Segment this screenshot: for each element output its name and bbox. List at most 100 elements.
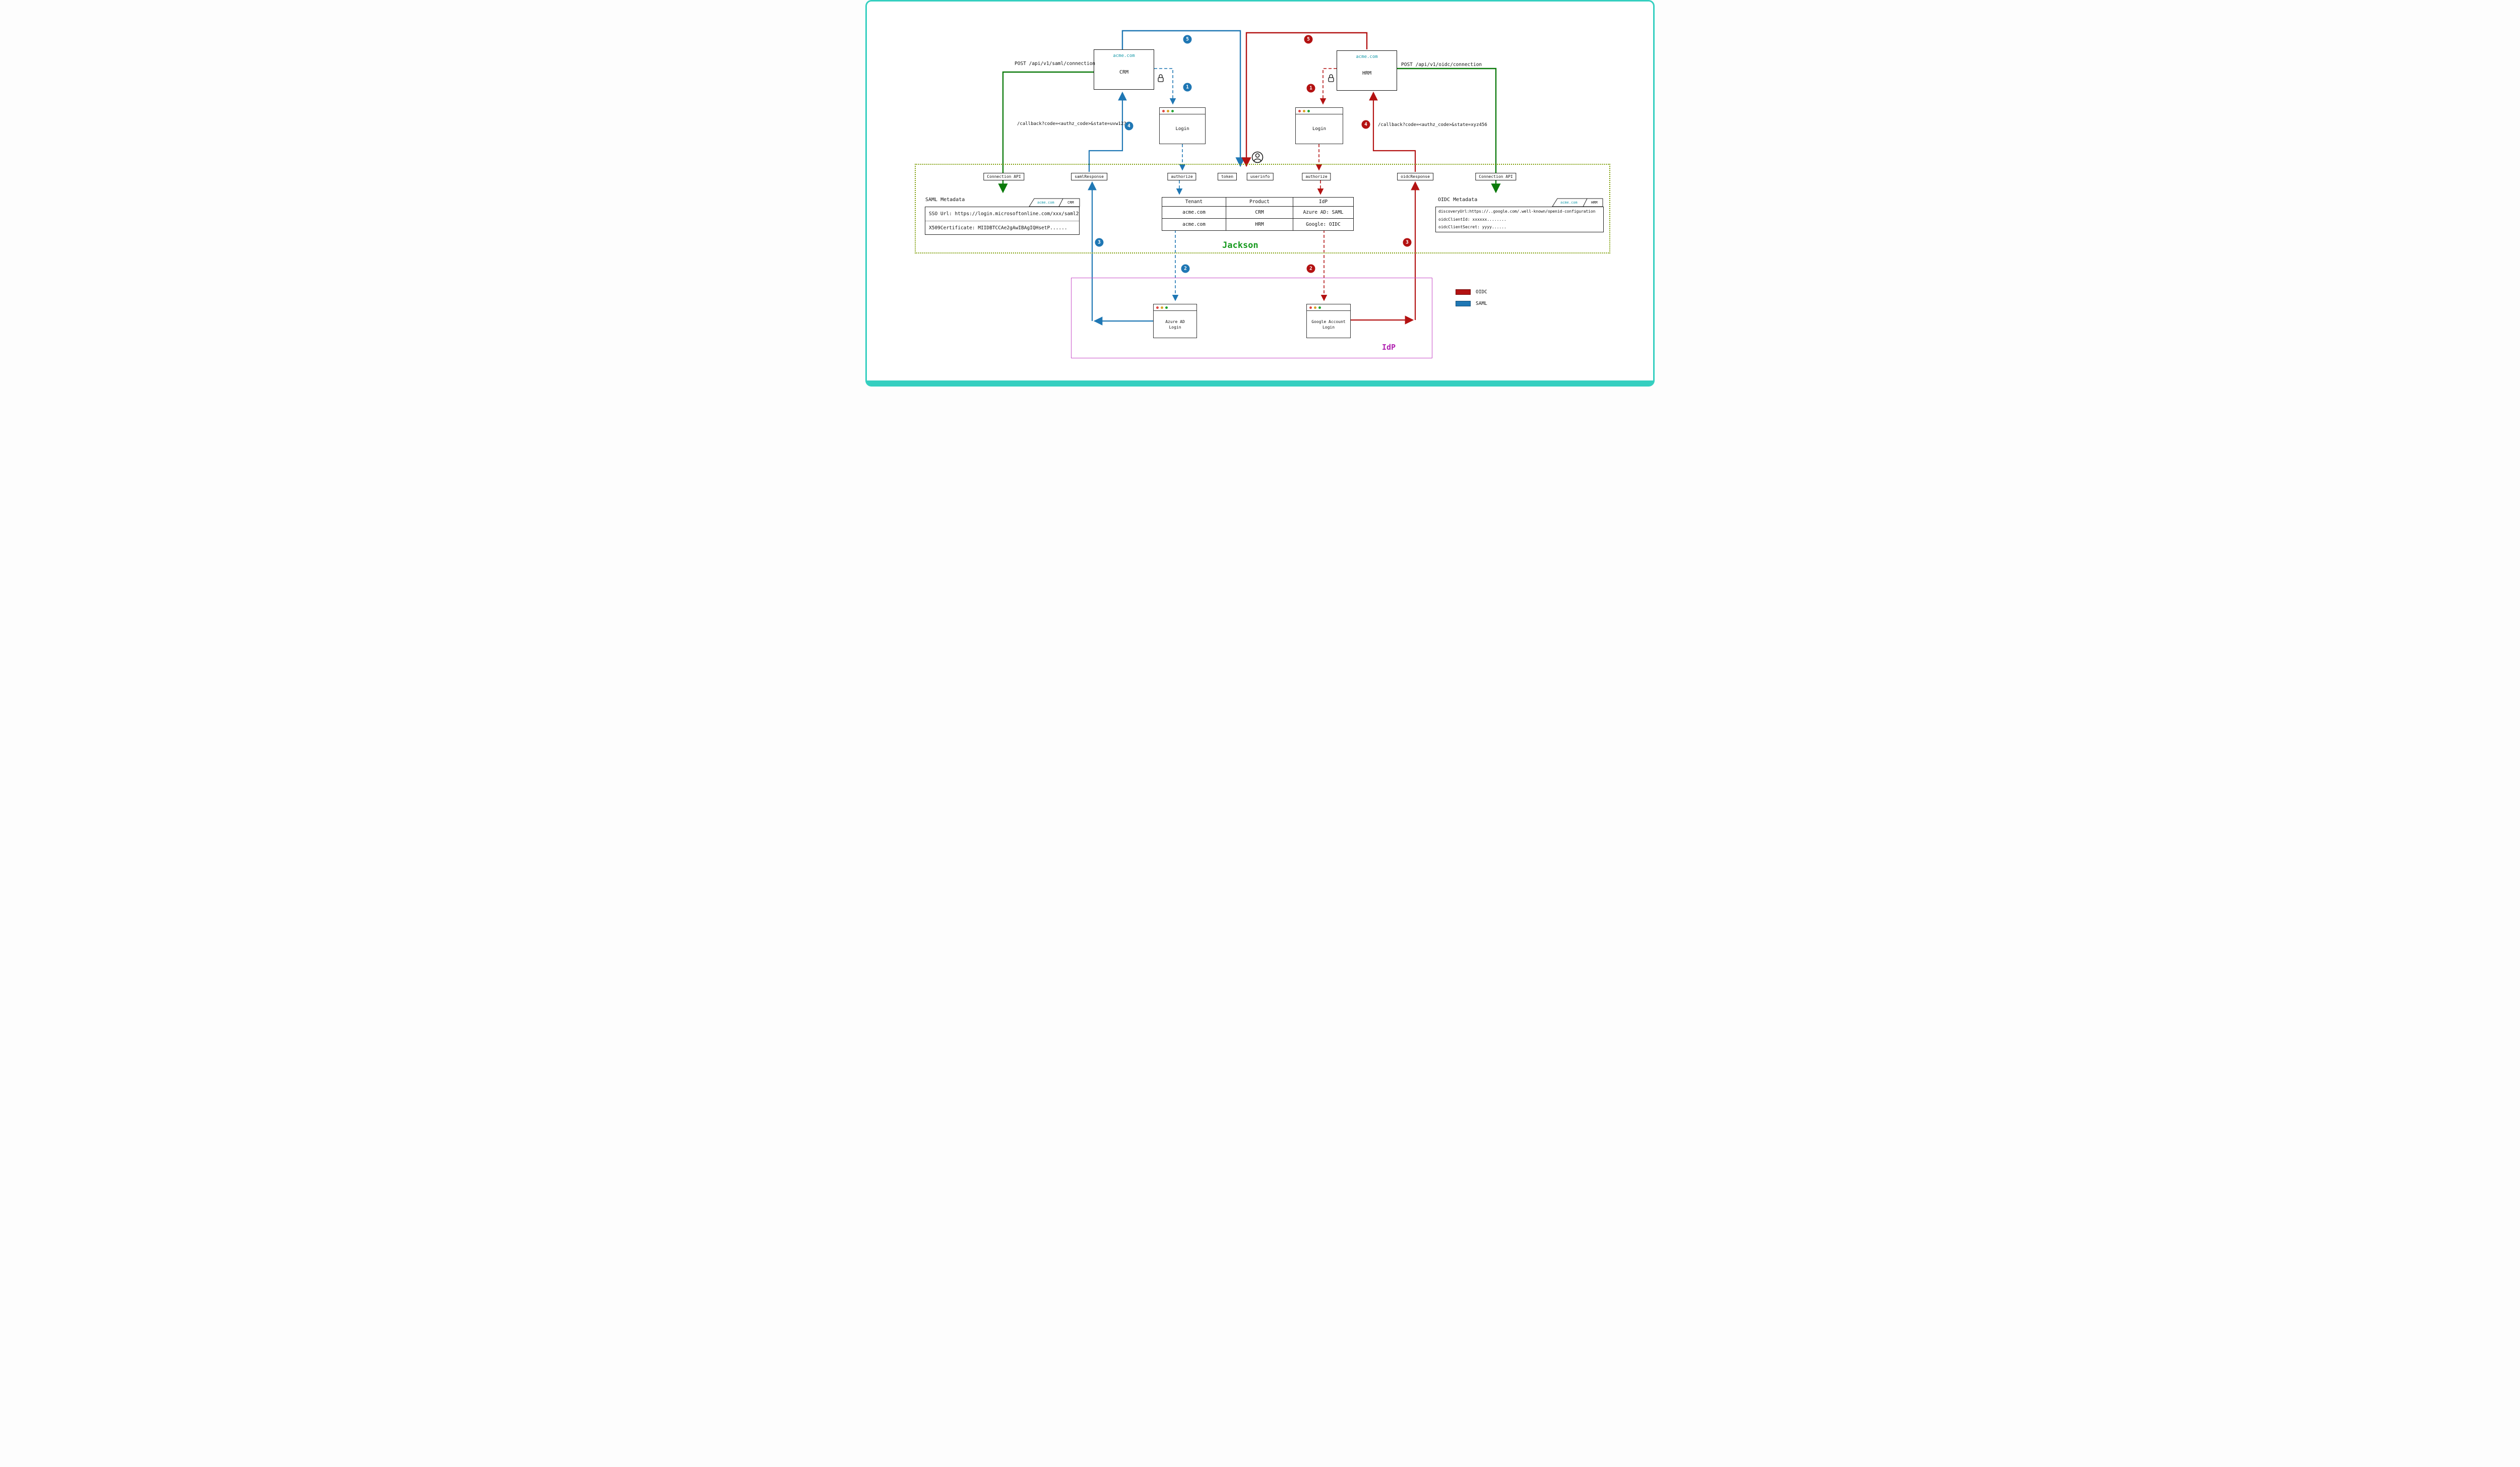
- window-minimize-icon: [1167, 109, 1169, 112]
- legend-oidc: OIDC: [1456, 289, 1487, 295]
- saml-response-line: [1088, 181, 1153, 326]
- window-close-icon: [1162, 109, 1165, 112]
- window-minimize-icon: [1161, 306, 1163, 309]
- table-row: acme.com HRM Google: OIDC: [1162, 218, 1354, 231]
- saml-metadata-doc: SSO Url: https://login.microsoftonline.c…: [925, 207, 1080, 235]
- crm-name: CRM: [1119, 70, 1129, 75]
- oidc-step-3-badge: 3: [1403, 238, 1412, 247]
- endpoint-connection-api-left: Connection API: [983, 173, 1025, 180]
- cell-tenant: acme.com: [1162, 206, 1226, 219]
- oidc-metadata-client-id: oidcClientId: xxxxxx........: [1438, 217, 1506, 222]
- oidc-step-2-badge: 2: [1306, 264, 1315, 273]
- google-login-label-line1: Google Account: [1311, 319, 1346, 324]
- window-minimize-icon: [1314, 306, 1316, 309]
- saml-callback-label: /callback?code=<authz_code>&state=uvw123: [1017, 121, 1126, 126]
- saml-connection-api-line: [998, 71, 1094, 194]
- lock-icon: [1328, 74, 1334, 82]
- oidc-connection-api-line: [1397, 68, 1501, 194]
- saml-flag-app: CRM: [1067, 201, 1074, 205]
- saml-metadata-flag: [1029, 198, 1080, 207]
- window-maximize-icon: [1318, 306, 1321, 309]
- legend-saml-label: SAML: [1476, 301, 1487, 306]
- lock-icon: [1158, 74, 1164, 82]
- saml-metadata-title: SAML Metadata: [925, 197, 965, 203]
- table-header-row: Tenant Product IdP: [1162, 197, 1354, 207]
- saml-metadata-x509: X509Certificate: MIIDBTCCAe2gAwIBAgIQHse…: [929, 225, 1067, 231]
- oidc-metadata-doc: discoveryUrl:https://..google.com/.well-…: [1435, 207, 1604, 232]
- window-minimize-icon: [1303, 109, 1305, 112]
- window-maximize-icon: [1307, 109, 1310, 112]
- endpoint-token: token: [1217, 173, 1237, 180]
- saml-step-5-badge: 5: [1183, 35, 1192, 44]
- cell-idp: Azure AD: SAML: [1293, 206, 1354, 219]
- hrm-login-label: Login: [1312, 126, 1327, 132]
- google-login-window: Google Account Login: [1306, 304, 1351, 338]
- tenant-table: Tenant Product IdP acme.com CRM Azure AD…: [1162, 197, 1354, 231]
- hrm-domain: acme.com: [1356, 54, 1378, 59]
- window-titlebar: [1160, 108, 1205, 114]
- oidc-color-swatch: [1456, 289, 1471, 295]
- idp-zone: [1071, 278, 1432, 358]
- oidc-step-4-badge: 4: [1361, 120, 1370, 129]
- col-header-tenant: Tenant: [1162, 197, 1226, 207]
- diagram-canvas: Jackson IdP acme.com CRM acme.com HRM Lo…: [865, 0, 1655, 387]
- window-titlebar: [1154, 304, 1196, 311]
- window-titlebar: [1296, 108, 1343, 114]
- window-maximize-icon: [1165, 306, 1168, 309]
- legend-oidc-label: OIDC: [1476, 289, 1487, 295]
- post-saml-connection-label: POST /api/v1/saml/connection: [1015, 61, 1096, 67]
- azure-login-label-line2: Login: [1169, 325, 1181, 330]
- oidc-callback-line: [1369, 91, 1416, 172]
- saml-step-4-badge: 4: [1124, 121, 1133, 131]
- hrm-name: HRM: [1362, 71, 1372, 76]
- window-titlebar: [1307, 304, 1350, 311]
- oidc-metadata-title: OIDC Metadata: [1438, 197, 1478, 203]
- endpoint-authorize-right: authorize: [1302, 173, 1331, 180]
- crm-login-window: Login: [1159, 107, 1206, 144]
- idp-zone-title: IdP: [1382, 343, 1396, 352]
- cell-tenant: acme.com: [1162, 218, 1226, 231]
- col-header-idp: IdP: [1293, 197, 1354, 207]
- cell-product: HRM: [1226, 218, 1293, 231]
- endpoint-userinfo: userinfo: [1246, 173, 1274, 180]
- azure-login-window: Azure AD Login: [1153, 304, 1197, 338]
- saml-callback-line: [1088, 91, 1127, 172]
- oidc-step-1-badge: 1: [1306, 84, 1315, 93]
- post-oidc-connection-label: POST /api/v1/oidc/connection: [1401, 62, 1482, 68]
- user-icon: [1251, 151, 1264, 163]
- crm-domain: acme.com: [1113, 53, 1135, 58]
- oidc-token-userinfo-line: [1241, 32, 1368, 167]
- saml-flag-domain: acme.com: [1037, 201, 1054, 205]
- crm-login-label: Login: [1175, 126, 1189, 132]
- window-maximize-icon: [1171, 109, 1174, 112]
- window-close-icon: [1156, 306, 1159, 309]
- oidc-response-line: [1351, 181, 1420, 325]
- diagram-lines: [998, 30, 1603, 326]
- window-close-icon: [1309, 306, 1312, 309]
- saml-step-1-badge: 1: [1183, 83, 1192, 92]
- oidc-step-5-badge: 5: [1304, 35, 1313, 44]
- oidc-metadata-discovery-url: discoveryUrl:https://..google.com/.well-…: [1438, 209, 1596, 214]
- saml-color-swatch: [1456, 301, 1471, 306]
- saml-metadata-sso-url: SSO Url: https://login.microsoftonline.c…: [925, 207, 1079, 221]
- saml-step-2-badge: 2: [1181, 264, 1190, 273]
- jackson-zone: [915, 164, 1610, 253]
- oidc-callback-label: /callback?code=<authz_code>&state=xyz456: [1378, 122, 1487, 127]
- endpoint-oidc-response: oidcResponse: [1397, 173, 1433, 180]
- hrm-login-window: Login: [1295, 107, 1343, 144]
- endpoint-saml-response: samlResponse: [1071, 173, 1107, 180]
- hrm-app-box: acme.com HRM: [1337, 50, 1397, 91]
- oidc-flag-app: HRM: [1591, 201, 1598, 205]
- saml-token-userinfo-line: [1121, 30, 1245, 167]
- jackson-zone-title: Jackson: [1222, 240, 1258, 250]
- cell-product: CRM: [1226, 206, 1293, 219]
- legend-saml: SAML: [1456, 301, 1487, 306]
- window-close-icon: [1298, 109, 1301, 112]
- saml-step-3-badge: 3: [1095, 238, 1104, 247]
- cell-idp: Google: OIDC: [1293, 218, 1354, 231]
- oidc-metadata-client-secret: oidcClientSecret: yyyy......: [1438, 225, 1506, 229]
- table-row: acme.com CRM Azure AD: SAML: [1162, 206, 1354, 219]
- oidc-flag-domain: acme.com: [1560, 201, 1578, 205]
- col-header-product: Product: [1226, 197, 1293, 207]
- azure-login-label-line1: Azure AD: [1165, 319, 1185, 324]
